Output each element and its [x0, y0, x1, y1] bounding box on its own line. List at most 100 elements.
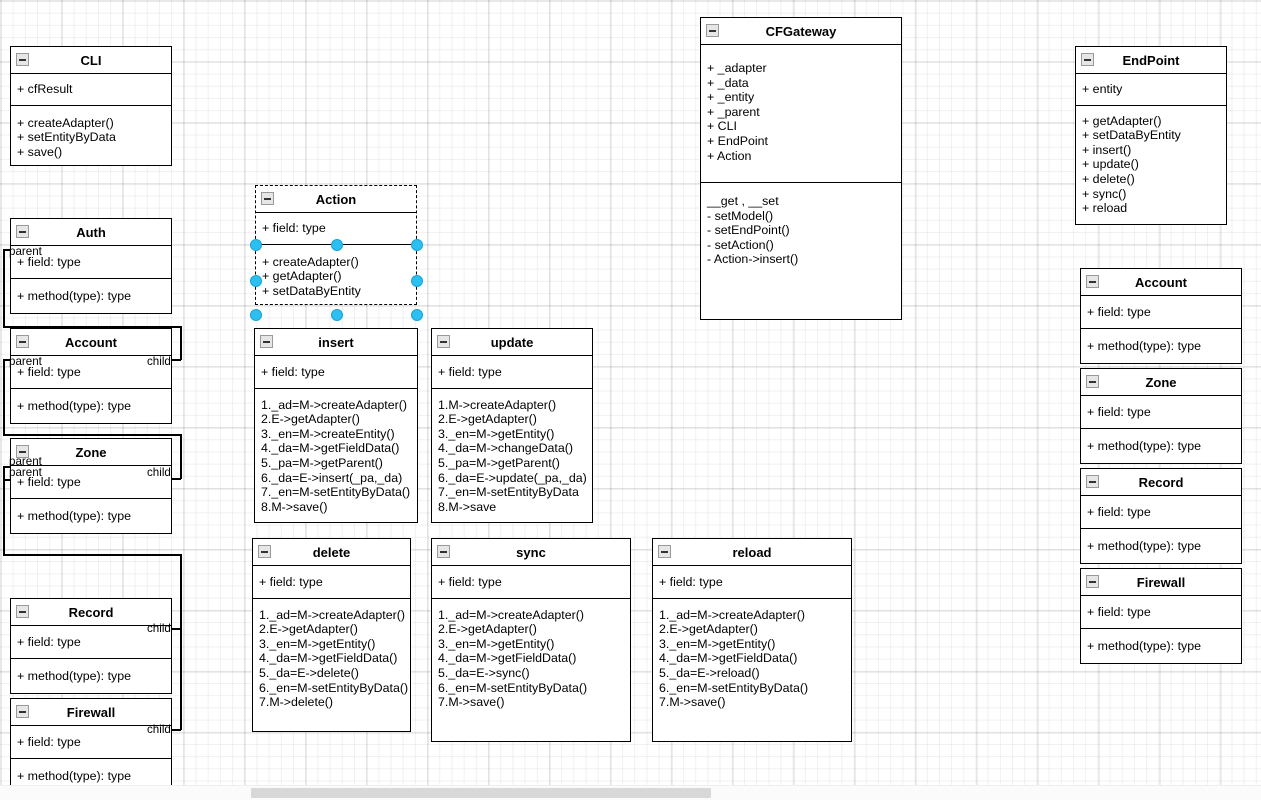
method-row: 4._da=M->changeData() [438, 441, 574, 456]
class-header: Record [1081, 469, 1241, 496]
class-box-insert[interactable]: insert + field: type 1._ad=M->createAdap… [254, 328, 418, 524]
resize-handle-nw[interactable] [250, 239, 262, 251]
class-box-auth[interactable]: Auth + field: type + method(type): type [10, 218, 172, 315]
class-title: reload [732, 545, 772, 560]
class-methods: 1._ad=M->createAdapter() 2.E->getAdapter… [255, 387, 417, 523]
method-row: 7.M->save() [659, 695, 726, 710]
class-box-record-left[interactable]: Record + field: type + method(type): typ… [10, 598, 172, 695]
collapse-minus-icon[interactable] [16, 705, 29, 718]
method-row: + createAdapter() [17, 115, 114, 130]
assoc-line-segment [180, 628, 182, 730]
collapse-minus-icon[interactable] [16, 53, 29, 66]
class-box-cfgateway[interactable]: CFGateway + _adapter + _data + _entity +… [700, 17, 902, 320]
collapse-minus-icon[interactable] [706, 24, 719, 37]
method-row: + method(type): type [1087, 338, 1201, 353]
class-methods: __get , __set - setModel() - setEndPoint… [701, 182, 901, 273]
method-row: + sync() [1082, 186, 1127, 201]
class-title: sync [516, 545, 546, 560]
class-title: Account [1135, 275, 1187, 290]
class-box-firewall-right[interactable]: Firewall + field: type + method(type): t… [1080, 568, 1242, 665]
class-header: insert [255, 329, 417, 356]
class-box-cli[interactable]: CLI + cfResult + createAdapter() + setEn… [10, 46, 172, 167]
class-box-delete[interactable]: delete + field: type 1._ad=M->createAdap… [252, 538, 411, 732]
class-box-zone-left[interactable]: Zone + field: type + method(type): type [10, 438, 172, 535]
class-attributes: + field: type [653, 566, 851, 598]
method-row: - setModel() [707, 208, 774, 223]
class-box-account-left[interactable]: Account + field: type + method(type): ty… [10, 328, 172, 425]
resize-handle-s[interactable] [331, 309, 343, 321]
class-box-record-right[interactable]: Record + field: type + method(type): typ… [1080, 468, 1242, 565]
class-box-update[interactable]: update + field: type 1.M->createAdapter(… [431, 328, 593, 524]
horizontal-scrollbar[interactable] [0, 785, 1261, 800]
method-row: + getAdapter() [1082, 113, 1162, 128]
class-title: Record [1138, 475, 1184, 490]
resize-handle-n[interactable] [331, 239, 343, 251]
collapse-minus-icon[interactable] [16, 225, 29, 238]
collapse-minus-icon[interactable] [260, 335, 273, 348]
collapse-minus-icon[interactable] [258, 545, 271, 558]
horizontal-scroll-thumb[interactable] [251, 788, 711, 798]
class-box-endpoint[interactable]: EndPoint + entity + getAdapter() + setDa… [1075, 46, 1227, 225]
attribute-row: + field: type [17, 735, 81, 749]
method-row: + method(type): type [1087, 538, 1201, 553]
class-box-firewall-left[interactable]: Firewall + field: type + method(type): t… [10, 698, 172, 795]
resize-handle-se[interactable] [411, 309, 423, 321]
class-methods: + method(type): type [11, 387, 171, 424]
method-row: 4._da=M->getFieldData() [438, 651, 577, 666]
class-box-zone-right[interactable]: Zone + field: type + method(type): type [1080, 368, 1242, 465]
class-header: EndPoint [1076, 47, 1226, 74]
method-row: 1._ad=M->createAdapter() [259, 607, 406, 622]
assoc-line-segment [3, 479, 5, 555]
method-row: 3._en=M->createEntity() [261, 426, 395, 441]
class-methods: 1._ad=M->createAdapter() 2.E->getAdapter… [432, 597, 630, 716]
class-methods: + method(type): type [1081, 427, 1241, 464]
collapse-minus-icon[interactable] [1081, 53, 1094, 66]
assoc-line-segment [180, 326, 182, 360]
collapse-minus-icon[interactable] [1086, 275, 1099, 288]
class-header: delete [253, 539, 410, 566]
method-row: + method(type): type [1087, 638, 1201, 653]
attribute-row: + field: type [438, 575, 502, 589]
collapse-minus-icon[interactable] [261, 192, 274, 205]
assoc-line-segment [180, 554, 182, 630]
edge-label-parent: parent [9, 455, 42, 468]
class-box-account-right[interactable]: Account + field: type + method(type): ty… [1080, 268, 1242, 365]
resize-handle-w[interactable] [250, 275, 262, 287]
collapse-minus-icon[interactable] [437, 335, 450, 348]
attribute-row: + field: type [1087, 605, 1151, 619]
collapse-minus-icon[interactable] [16, 445, 29, 458]
attribute-row: + field: type [1087, 505, 1151, 519]
attribute-row: + field: type [259, 575, 323, 589]
class-attributes: + field: type [432, 566, 630, 598]
collapse-minus-icon[interactable] [16, 605, 29, 618]
edge-label-child: child [147, 355, 171, 368]
collapse-minus-icon[interactable] [1086, 475, 1099, 488]
class-methods: + getAdapter() + setDataByEntity + inser… [1076, 104, 1226, 224]
class-box-sync[interactable]: sync + field: type 1._ad=M->createAdapte… [431, 538, 631, 742]
resize-handle-sw[interactable] [250, 309, 262, 321]
method-row: 7._en=M-setEntityByData() [261, 485, 411, 500]
class-box-reload[interactable]: reload + field: type 1._ad=M->createAdap… [652, 538, 852, 742]
collapse-minus-icon[interactable] [658, 545, 671, 558]
collapse-minus-icon[interactable] [1086, 575, 1099, 588]
class-header: Action [256, 186, 416, 213]
class-title: Zone [1145, 375, 1177, 390]
resize-handle-e[interactable] [411, 275, 423, 287]
collapse-minus-icon[interactable] [1086, 375, 1099, 388]
class-title: EndPoint [1122, 53, 1180, 68]
collapse-minus-icon[interactable] [437, 545, 450, 558]
method-row: 1._ad=M->createAdapter() [261, 397, 408, 412]
attribute-row: + field: type [1087, 305, 1151, 319]
attribute-row: + cfResult [17, 82, 73, 96]
assoc-line-segment [3, 249, 5, 327]
class-attributes: + entity [1076, 74, 1226, 105]
method-row: 3._en=M->getEntity() [259, 636, 376, 651]
attribute-row: + field: type [17, 635, 81, 649]
method-row: 6._en=M-setEntityByData() [259, 680, 409, 695]
class-title: update [490, 335, 534, 350]
class-methods: 1._ad=M->createAdapter() 2.E->getAdapter… [653, 597, 851, 716]
method-row: + method(type): type [17, 398, 131, 413]
resize-handle-ne[interactable] [411, 239, 423, 251]
collapse-minus-icon[interactable] [16, 335, 29, 348]
